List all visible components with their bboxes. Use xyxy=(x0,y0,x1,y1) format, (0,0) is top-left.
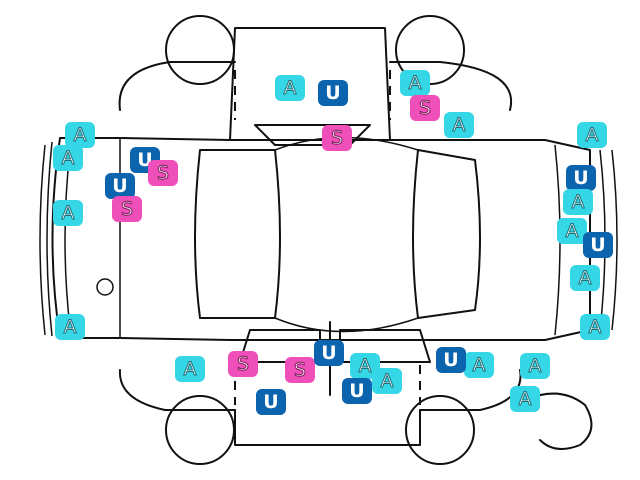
damage-marker[interactable]: A xyxy=(372,368,402,394)
damage-marker[interactable]: A xyxy=(350,353,380,379)
damage-marker[interactable]: A xyxy=(580,314,610,340)
damage-marker[interactable]: S xyxy=(322,125,352,151)
damage-marker[interactable]: A xyxy=(563,189,593,215)
damage-marker[interactable]: U xyxy=(342,378,372,404)
damage-marker[interactable]: A xyxy=(65,122,95,148)
damage-marker[interactable]: U xyxy=(436,347,466,373)
damage-marker[interactable]: A xyxy=(275,75,305,101)
damage-marker[interactable]: A xyxy=(444,112,474,138)
damage-marker[interactable]: A xyxy=(53,145,83,171)
damage-marker[interactable]: S xyxy=(285,357,315,383)
damage-marker[interactable]: S xyxy=(228,351,258,377)
damage-marker[interactable]: S xyxy=(148,160,178,186)
damage-marker[interactable]: U xyxy=(105,173,135,199)
damage-marker[interactable]: S xyxy=(112,196,142,222)
damage-marker[interactable]: A xyxy=(570,265,600,291)
damage-marker[interactable]: U xyxy=(256,389,286,415)
damage-marker[interactable]: A xyxy=(464,352,494,378)
damage-marker[interactable]: U xyxy=(318,80,348,106)
damage-marker[interactable]: A xyxy=(577,122,607,148)
damage-marker[interactable]: A xyxy=(175,356,205,382)
damage-marker[interactable]: A xyxy=(557,218,587,244)
damage-marker[interactable]: A xyxy=(400,70,430,96)
damage-marker[interactable]: U xyxy=(314,340,344,366)
damage-marker[interactable]: S xyxy=(410,95,440,121)
damage-marker[interactable]: A xyxy=(510,386,540,412)
damage-marker[interactable]: U xyxy=(566,165,596,191)
damage-marker[interactable]: A xyxy=(520,353,550,379)
damage-marker[interactable]: U xyxy=(583,232,613,258)
damage-marker[interactable]: A xyxy=(53,200,83,226)
damage-marker[interactable]: A xyxy=(55,314,85,340)
